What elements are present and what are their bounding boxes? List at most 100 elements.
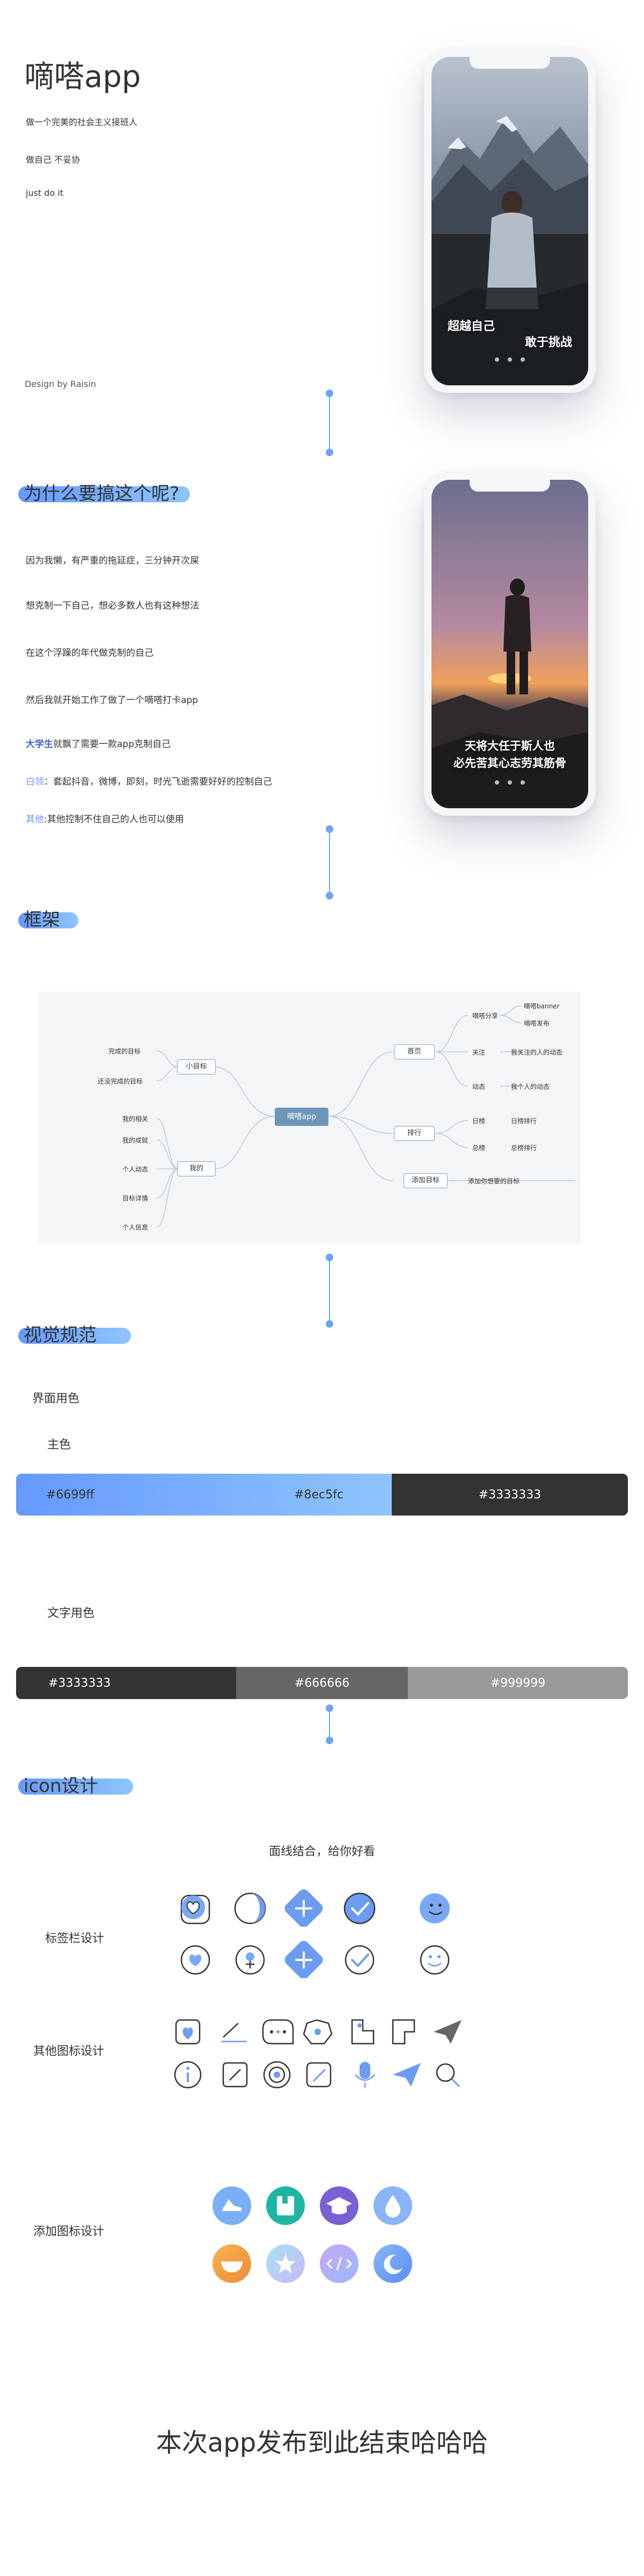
why-paragraph-4: 然后我就开始工作了做了一个嘀嗒打卡app [26,695,198,706]
swatch-label: #8ec5fc [294,1488,343,1502]
mindmap-leaf: 嘀嗒发布 [524,1020,550,1027]
framework-mindmap: 嘀嗒app 首页 排行 添加目标 小目标 我的 嘀嗒分享 关注 动态 嘀嗒ban… [39,992,581,1244]
paper-plane-icon [393,2063,421,2087]
mindmap-leaf: 日榜排行 [511,1117,537,1125]
phone-1-caption-line-2: 敢于挑战 [524,336,572,349]
add-icons-row-1 [213,2186,412,2225]
phone-2-caption-line-1: 天将大任于斯人也 [465,740,555,752]
home-icon-line [180,1945,210,1975]
mindmap-leaf: 还没完成的目标 [98,1078,143,1085]
check-icon-line [345,1945,375,1975]
app-title: 嘀嗒app [24,60,141,94]
mindmap-node-rank: 排行 [394,1126,435,1141]
swatch-label: #666666 [294,1676,350,1690]
closing-message: 本次app发布到此结束哈哈哈 [156,2428,488,2458]
add-icon-line [284,1941,323,1978]
phone-2-caption-line-2: 必先苦其心志劳其筋骨 [453,757,566,770]
mindmap-node-add: 添加目标 [404,1173,448,1188]
mindmap-leaf: 嘀嗒分享 [472,1012,499,1020]
audience-key: 大学生 [26,739,53,750]
audience-text: :其他控制不住自己的人也可以使用 [44,814,184,825]
section-title-why: 为什么要搞这个呢? [24,483,180,504]
star-icon [266,2244,305,2283]
bowl-icon [213,2244,251,2283]
mindmap-leaf: 个人信息 [122,1224,149,1231]
dark-swatch: #3333333 [392,1474,628,1516]
mindmap-leaf: 总榜排行 [511,1144,537,1152]
audience-text: ：套起抖音，微博，即刻，时光飞逝需要好好的控制自己 [44,777,272,787]
phone-mockup-2: 天将大任于斯人也 必先苦其心志劳其筋骨 [424,472,596,816]
why-paragraph-1: 因为我懒，有严重的拖延症，三分钟开次屎 [26,555,199,566]
add-icon-filled [284,1889,323,1927]
ui-colors-label: 界面用色 [32,1392,80,1406]
document-icon [351,2019,375,2045]
search-icon [436,2063,460,2088]
moon-icon-filled [234,1892,266,1924]
swatch-label: #3333333 [478,1488,541,1502]
page-indicator [431,777,588,787]
mindmap-leaf: 个人动态 [122,1166,149,1173]
code-icon [320,2244,358,2283]
mindmap-node-home: 首页 [394,1044,435,1059]
write-icon [306,2062,332,2088]
text-swatch-dark: #3333333 [16,1667,236,1699]
mindmap-leaf: 我个人的动态 [511,1083,550,1091]
mindmap-leaf: 总榜 [472,1144,486,1152]
mindmap-leaf: 动态 [472,1083,486,1091]
primary-gradient-swatch: #6699ff #8ec5fc [16,1474,392,1516]
phone-screen-sunset: 天将大任于斯人也 必先苦其心志劳其筋骨 [431,480,588,808]
page-indicator [431,354,588,364]
tagline-1: 做一个完美的社会主义接班人 [26,117,138,127]
favorite-icon [175,2019,201,2045]
microphone-icon [355,2062,375,2088]
send-icon [434,2020,462,2044]
add-icons-row-2 [213,2244,412,2283]
text-color-bar: #3333333 #666666 #999999 [16,1667,628,1699]
primary-color-bar: #6699ff #8ec5fc #3333333 [16,1474,628,1516]
phone-mockup-1: 超越自己 敢于挑战 [424,49,596,393]
mindmap-center-node: 嘀嗒app [275,1108,328,1126]
credit: Design by Raisin [25,379,96,389]
book-icon [266,2186,305,2225]
section-title-icons: icon设计 [24,1775,98,1797]
why-paragraph-3: 在这个浮躁的年代做克制的自己 [26,648,153,658]
compose-icon [222,2062,248,2088]
section-title-visual: 视觉规范 [24,1324,97,1346]
tabbar-icons-filled [180,1889,450,1927]
text-swatch-mid: #666666 [236,1667,408,1699]
audience-students: 大学生就飘了需要一款app克制自己 [26,736,171,750]
tagline-2: 做自己 不妥协 [26,155,80,165]
mindmap-leaf: 我的成就 [122,1137,149,1144]
water-drop-icon [374,2186,412,2225]
audience-others: 其他:其他控制不住自己的人也可以使用 [26,811,184,825]
edit-pen-icon [221,2023,247,2043]
check-icon-filled [343,1892,376,1924]
target-icon [263,2061,291,2089]
mindmap-leaf: 添加你想要的目标 [468,1177,520,1185]
swatch-label: #3333333 [48,1676,111,1690]
other-icons-row-2 [174,2061,460,2089]
mindmap-leaf: 嘀嗒banner [524,1002,560,1010]
other-icons-row-1 [175,2019,462,2045]
primary-colors-label: 主色 [47,1438,71,1452]
moon-icon [374,2244,412,2283]
mindmap-leaf: 我关注的人的动态 [511,1049,563,1056]
graduation-cap-icon [320,2186,358,2225]
mindmap-leaf: 完成的目标 [108,1048,141,1055]
phone-screen-mountain: 超越自己 敢于挑战 [431,57,588,385]
mindmap-leaf: 关注 [472,1049,486,1056]
phone-notch [470,478,550,492]
tabbar-icons-label: 标签栏设计 [45,1932,105,1945]
section-title-framework: 框架 [24,909,60,931]
settings-icon [303,2019,333,2045]
icons-subtitle: 面线结合，给你好看 [268,1845,375,1858]
smile-icon-filled [420,1893,450,1923]
swatch-label: #999999 [490,1676,546,1690]
text-swatch-light: #999999 [408,1667,628,1699]
phone-1-caption-line-1: 超越自己 [448,320,495,333]
mindmap-node-small-goal: 小目标 [177,1059,216,1074]
audience-white-collar: 白领：套起抖音，微博，即刻，时光飞逝需要好好的控制自己 [26,774,272,787]
audience-key: 其他 [26,814,44,825]
audience-text: 就飘了需要一款app克制自己 [53,739,171,750]
other-icons-label: 其他图标设计 [33,2045,105,2058]
